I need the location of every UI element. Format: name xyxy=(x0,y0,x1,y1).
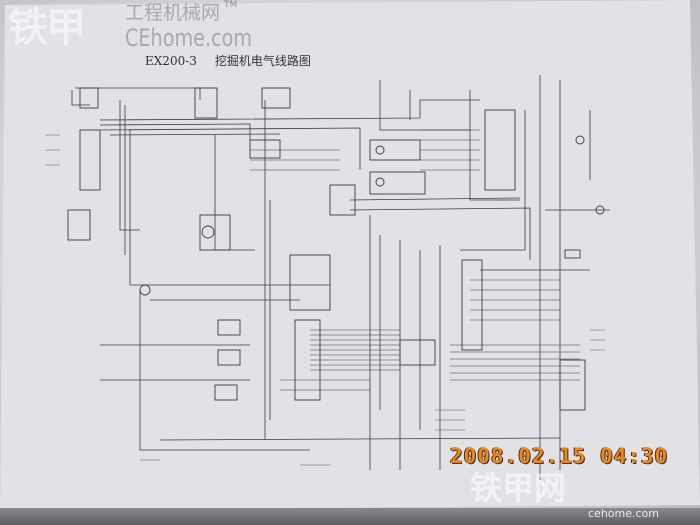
model-label: EX200-3 xyxy=(145,54,197,68)
photo-timestamp: 2008.02.15 04:30 xyxy=(450,444,669,468)
diagram-title: EX200-3 挖掘机电气线路图 xyxy=(145,54,329,68)
watermark-domain: CEhome.com xyxy=(125,24,253,52)
table-edge xyxy=(0,508,700,525)
wire-harness xyxy=(250,129,580,391)
components xyxy=(67,87,605,411)
wire-bundle-top xyxy=(71,75,610,480)
watermark-bottom-domain: cehome.com xyxy=(588,507,659,520)
watermark-logo: 铁甲 xyxy=(8,5,86,51)
watermark-brand: 工程机械网 xyxy=(125,2,221,24)
watermark-tm: TM xyxy=(224,0,238,10)
watermark-bottom-logo: 铁甲网 xyxy=(470,469,567,507)
title-label: 挖掘机电气线路图 xyxy=(214,54,311,68)
label-ticks xyxy=(45,134,605,466)
